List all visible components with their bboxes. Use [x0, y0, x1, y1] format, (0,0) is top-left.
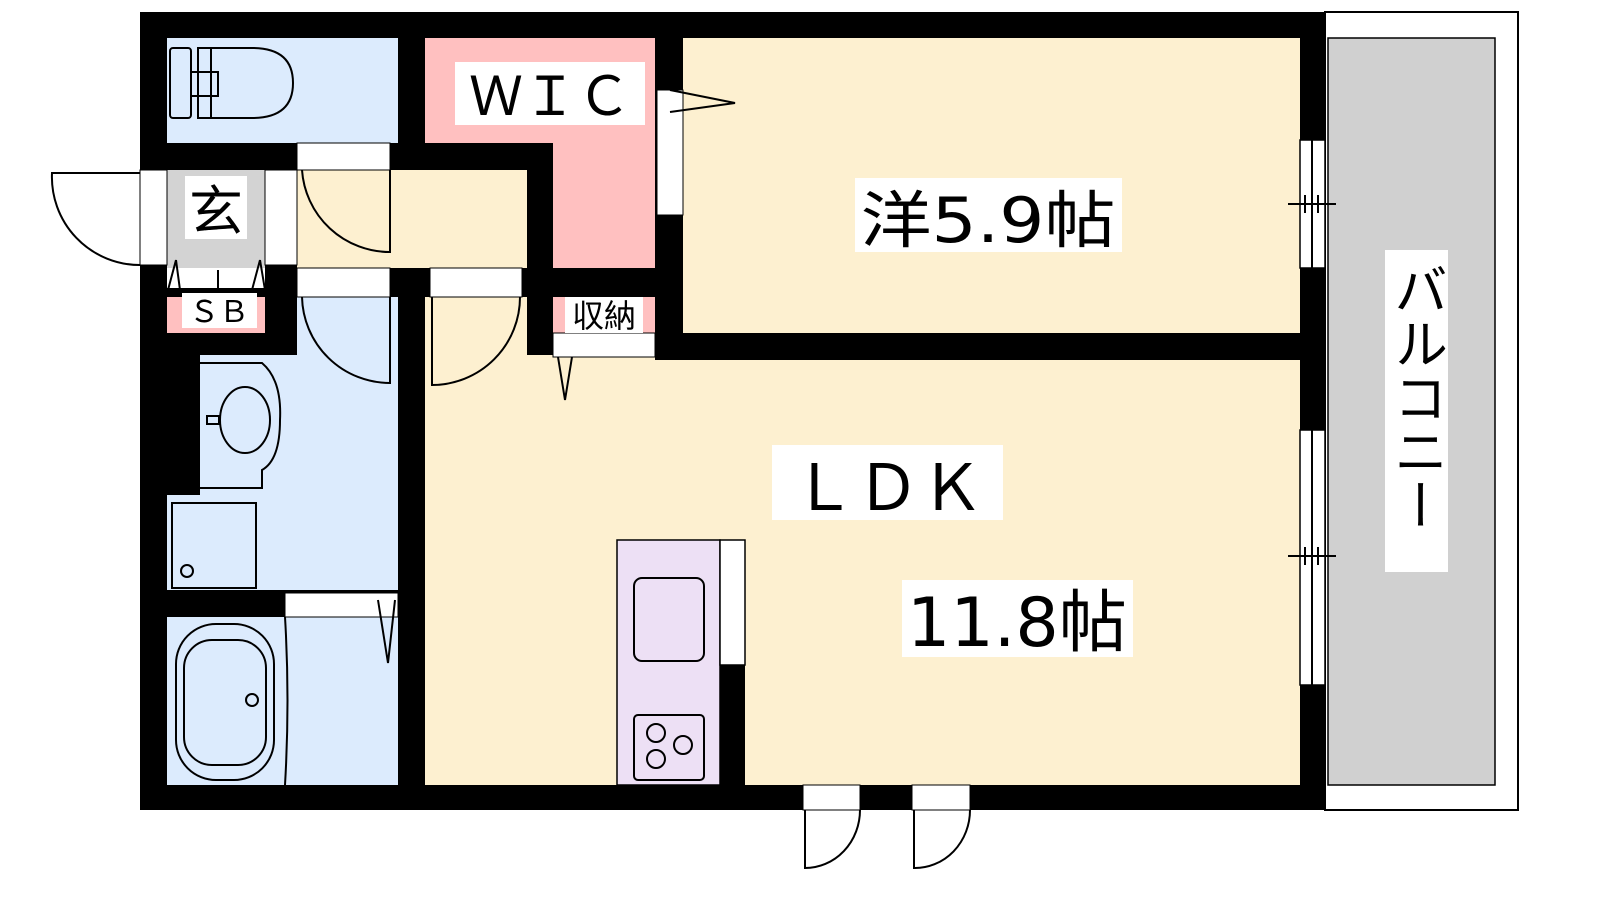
ldk-room: [425, 360, 1300, 785]
balcony-label: バルコニー: [1385, 262, 1448, 532]
stove-icon: [633, 714, 705, 781]
washing-machine-icon: [171, 502, 257, 589]
washroom: [167, 297, 398, 590]
toilet-room: [167, 38, 398, 143]
ldk-size-label: 11.8帖: [907, 584, 1127, 663]
entrance-label: 玄: [189, 180, 243, 243]
balcony: バルコニー: [1324, 11, 1519, 811]
kitchen-sink-icon: [633, 577, 705, 662]
wic-label: ＷＩＣ: [469, 65, 631, 128]
ldk-label: ＬＤＫ: [792, 452, 984, 526]
hallway: [297, 170, 527, 268]
bathtub-icon: [175, 616, 289, 786]
sink-icon: [200, 362, 282, 489]
storage-label: 収納: [572, 297, 636, 335]
shoe-box-label: ＳＢ: [189, 295, 249, 330]
toilet-icon: [169, 47, 295, 119]
bedroom-label: 洋5.9帖: [861, 184, 1116, 257]
door-swings: [50, 89, 1336, 870]
bathroom: [167, 617, 398, 785]
